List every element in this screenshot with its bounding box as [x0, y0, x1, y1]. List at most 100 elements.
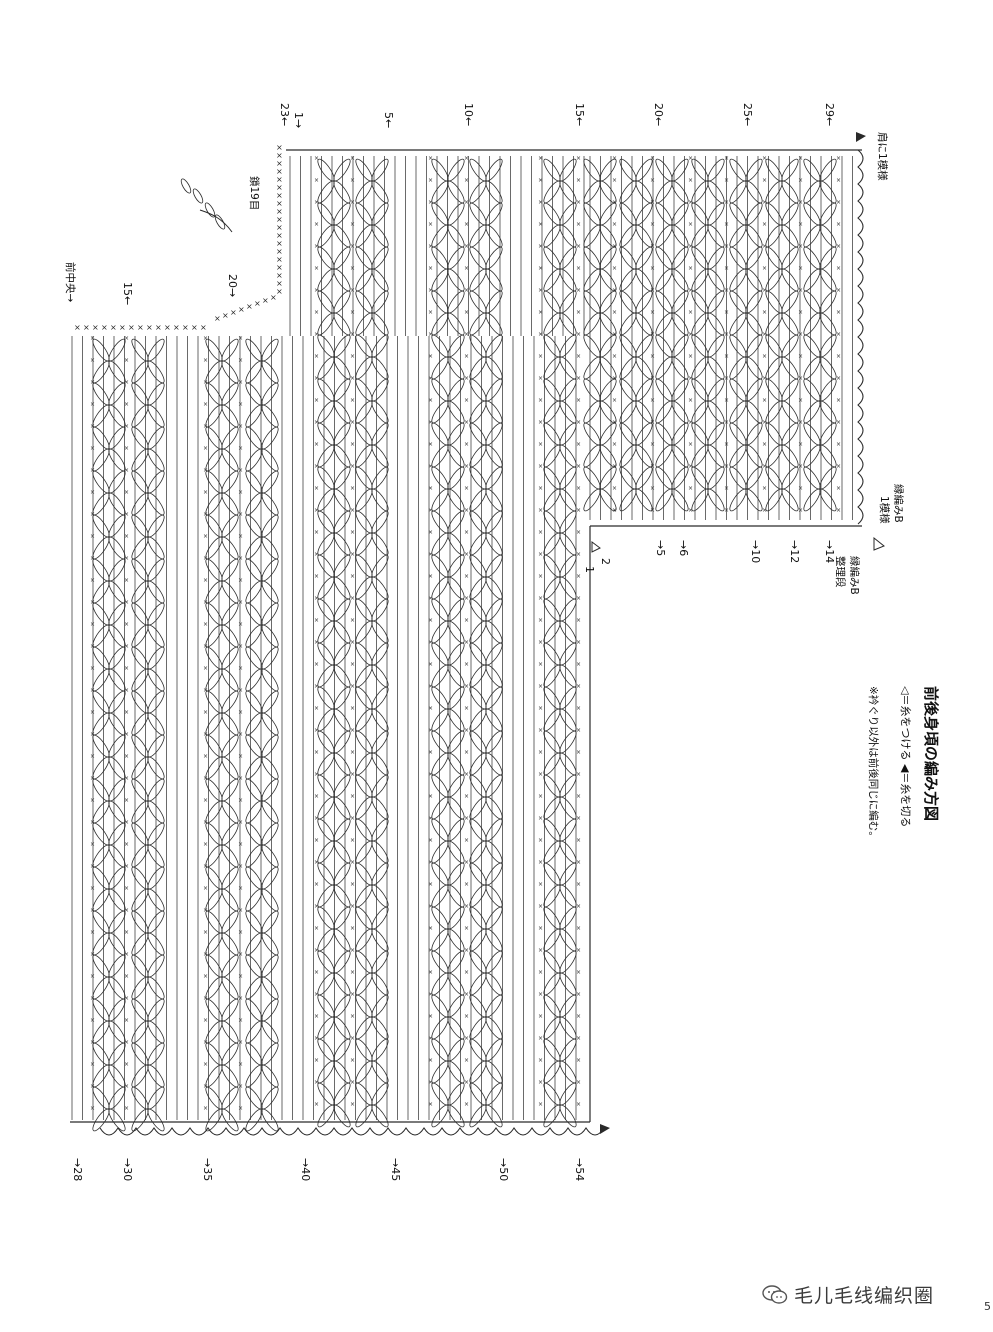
petal-stitch — [355, 1038, 373, 1062]
sc-mark: × — [238, 995, 243, 1002]
petal-stitch — [221, 1042, 239, 1066]
sc-mark: × — [798, 287, 803, 294]
petal-stitch — [147, 668, 165, 692]
petal-stitch — [333, 268, 351, 292]
petal-stitch — [205, 998, 223, 1022]
sc-mark: × — [428, 925, 433, 932]
petal-stitch — [635, 224, 653, 248]
petal-stitch — [543, 268, 561, 292]
sc-mark: × — [688, 463, 693, 470]
neck-chain-mark: × — [276, 191, 283, 200]
petal-stitch — [205, 778, 223, 802]
petal-stitch — [691, 356, 709, 380]
petal-stitch — [355, 1060, 373, 1084]
petal-stitch — [745, 224, 763, 248]
petal-stitch — [559, 1082, 577, 1106]
sc-mark: × — [203, 1039, 208, 1046]
sc-mark: × — [724, 199, 729, 206]
petal-stitch — [485, 510, 503, 534]
neck-chain-mark: × — [276, 175, 283, 184]
neck-chain-mark: × — [238, 305, 245, 314]
sc-mark: × — [538, 727, 543, 734]
sc-mark: × — [203, 885, 208, 892]
sc-mark: × — [90, 511, 95, 518]
petal-stitch — [221, 800, 239, 824]
sc-mark: × — [90, 665, 95, 672]
sc-mark: × — [464, 353, 469, 360]
neck-chain-mark: × — [262, 296, 269, 305]
petal-stitch — [92, 888, 110, 912]
petal-stitch — [147, 1064, 165, 1088]
sc-mark: × — [203, 577, 208, 584]
petal-stitch — [431, 400, 449, 424]
petal-stitch — [131, 470, 149, 494]
sc-mark: × — [836, 331, 841, 338]
petal-stitch — [691, 466, 709, 490]
row-label-b45: →45 — [389, 1158, 402, 1182]
petal-stitch — [317, 906, 335, 930]
sc-mark: × — [314, 463, 319, 470]
sc-mark: × — [203, 423, 208, 430]
sc-mark: × — [90, 599, 95, 606]
sc-mark: × — [688, 287, 693, 294]
petal-stitch — [765, 158, 783, 182]
sc-mark: × — [612, 199, 617, 206]
row-label-r2: 2 — [599, 558, 612, 565]
petal-stitch — [707, 224, 725, 248]
petal-stitch — [635, 158, 653, 182]
petal-stitch — [108, 426, 126, 450]
sc-mark: × — [124, 335, 129, 342]
sc-mark: × — [724, 155, 729, 162]
petal-stitch — [485, 598, 503, 622]
petal-stitch — [131, 690, 149, 714]
petal-stitch — [108, 932, 126, 956]
petal-stitch — [371, 598, 389, 622]
sc-mark: × — [350, 925, 355, 932]
petal-stitch — [317, 554, 335, 578]
petal-stitch — [583, 334, 601, 358]
sc-mark: × — [428, 155, 433, 162]
row-label-29: 29← — [823, 103, 836, 127]
sc-mark: × — [124, 1039, 129, 1046]
petal-stitch — [108, 800, 126, 824]
diagram-title: 前後身頃の編み方図 — [922, 686, 940, 822]
petal-stitch — [333, 906, 351, 930]
petal-stitch — [317, 246, 335, 270]
petal-stitch — [559, 818, 577, 842]
sc-mark: × — [762, 199, 767, 206]
petal-stitch — [431, 1038, 449, 1062]
petal-stitch — [543, 422, 561, 446]
petal-stitch — [131, 646, 149, 670]
petal-stitch — [245, 558, 263, 582]
petal-stitch — [221, 492, 239, 516]
sc-mark: × — [464, 375, 469, 382]
petal-stitch — [261, 822, 279, 846]
petal-stitch — [485, 334, 503, 358]
petal-stitch — [469, 554, 487, 578]
sc-mark: × — [464, 1013, 469, 1020]
petal-stitch — [543, 554, 561, 578]
sc-mark: × — [124, 775, 129, 782]
petal-stitch — [205, 514, 223, 538]
petal-stitch — [92, 1064, 110, 1088]
petal-stitch — [317, 862, 335, 886]
sc-mark: × — [836, 441, 841, 448]
petal-stitch — [559, 708, 577, 732]
petal-stitch — [469, 246, 487, 270]
sc-mark: × — [576, 771, 581, 778]
petal-stitch — [205, 976, 223, 1000]
petal-stitch — [221, 646, 239, 670]
sc-mark: × — [762, 287, 767, 294]
sc-mark: × — [650, 265, 655, 272]
sc-mark: × — [688, 221, 693, 228]
sc-mark: × — [464, 573, 469, 580]
petal-stitch — [131, 426, 149, 450]
neck-chain-mark: × — [276, 263, 283, 272]
sc-mark: × — [350, 441, 355, 448]
sc-mark: × — [350, 221, 355, 228]
sc-mark: × — [428, 507, 433, 514]
sc-mark: × — [350, 265, 355, 272]
sc-mark: × — [464, 749, 469, 756]
sc-mark: × — [124, 687, 129, 694]
sc-mark: × — [576, 573, 581, 580]
